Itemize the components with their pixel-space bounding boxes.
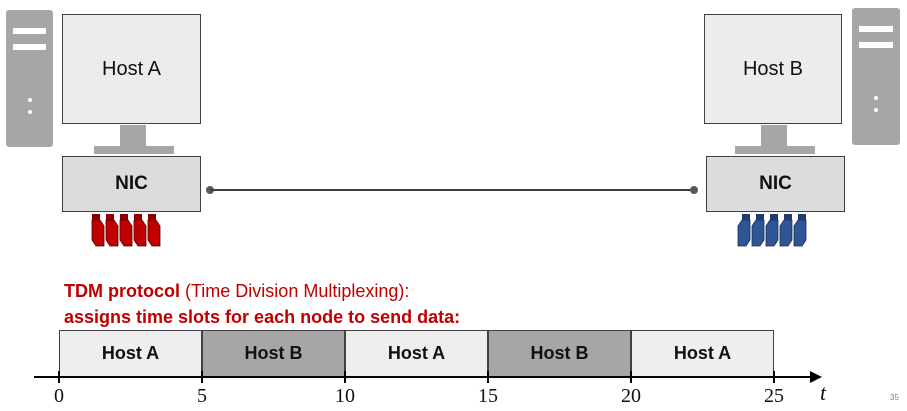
- host-a-label: Host A: [102, 57, 161, 80]
- time-axis: [34, 376, 812, 378]
- time-tick: [630, 371, 632, 383]
- page-number: 35: [890, 393, 899, 402]
- tdm-protocol-name: TDM protocol: [64, 281, 180, 301]
- time-slot: Host A: [345, 330, 488, 377]
- tdm-title: TDM protocol (Time Division Multiplexing…: [64, 281, 409, 302]
- host-b-tower-icon: [852, 8, 900, 145]
- time-tick-label: 20: [621, 385, 641, 407]
- host-a-frames-icon: [91, 214, 161, 247]
- time-tick-label: 5: [197, 385, 207, 407]
- host-a-tower-icon: [6, 10, 53, 147]
- time-slot: Host B: [202, 330, 345, 377]
- time-slot: Host B: [488, 330, 631, 377]
- time-tick: [344, 371, 346, 383]
- host-b-nic-label: NIC: [759, 173, 792, 194]
- host-b-frames-icon: [737, 214, 807, 247]
- host-a-nic: NIC: [62, 156, 201, 212]
- time-slot-label: Host B: [244, 343, 303, 363]
- host-a-monitor-base: [94, 146, 174, 154]
- host-b-monitor-base: [735, 146, 815, 154]
- host-b-nic: NIC: [706, 156, 845, 212]
- time-axis-arrowhead: [810, 371, 822, 383]
- time-slot: Host A: [631, 330, 774, 377]
- time-slot: Host A: [59, 330, 202, 377]
- tdm-description-text: assigns time slots for each node to send…: [64, 307, 461, 327]
- network-link: [210, 189, 694, 191]
- time-tick: [58, 371, 60, 383]
- time-tick-label: 15: [478, 385, 498, 407]
- time-slot-label: Host A: [387, 343, 446, 363]
- host-a-monitor: Host A: [62, 14, 201, 124]
- time-tick: [773, 371, 775, 383]
- time-slot-label: Host B: [530, 343, 589, 363]
- host-a-nic-label: NIC: [115, 173, 148, 194]
- time-tick-label: 0: [54, 385, 64, 407]
- time-slot-label: Host A: [101, 343, 160, 363]
- host-b-monitor: Host B: [704, 14, 842, 124]
- time-tick-label: 25: [764, 385, 784, 407]
- host-b-monitor-stand: [761, 125, 787, 147]
- time-tick: [487, 371, 489, 383]
- time-axis-label: t: [820, 380, 827, 405]
- tdm-protocol-expansion: (Time Division Multiplexing):: [179, 281, 410, 301]
- host-b-label: Host B: [742, 57, 804, 80]
- time-tick: [201, 371, 203, 383]
- host-a-monitor-stand: [120, 125, 146, 147]
- time-tick-label: 10: [335, 385, 355, 407]
- tdm-description: assigns time slots for each node to send…: [64, 307, 460, 328]
- link-endpoint-b: [690, 186, 698, 194]
- time-slot-label: Host A: [673, 343, 732, 363]
